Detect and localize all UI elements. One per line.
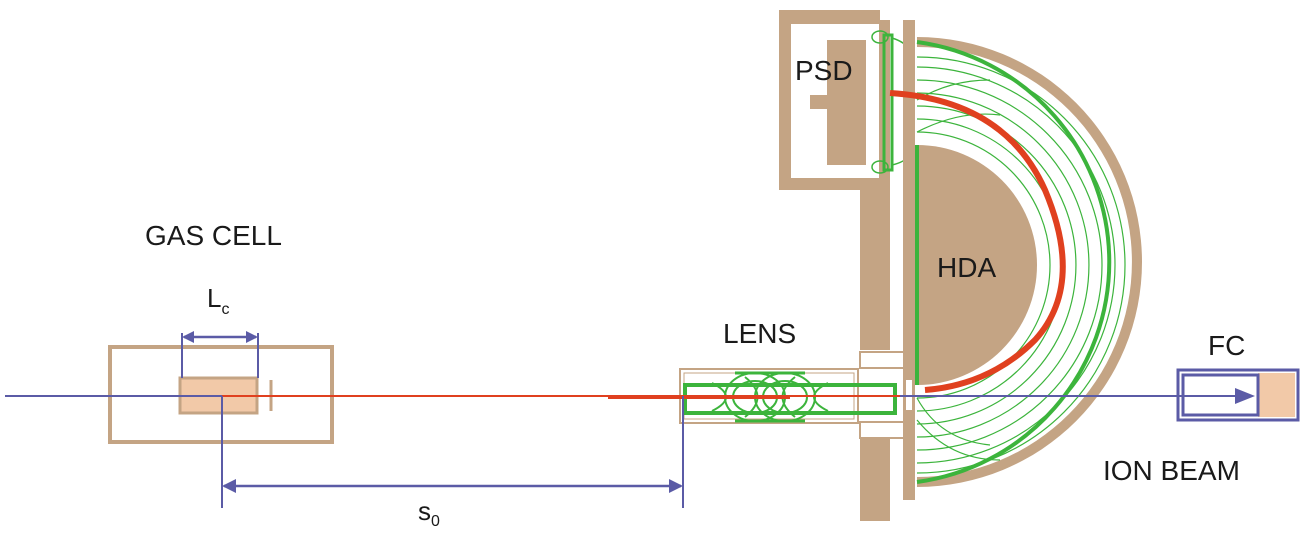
- hda-analyzer: [889, 37, 1142, 487]
- fc-label: FC: [1208, 330, 1245, 361]
- lc-label: Lc: [207, 283, 229, 318]
- chamber-wall-upper: [860, 185, 890, 350]
- ion-beam-label: ION BEAM: [1103, 455, 1240, 486]
- lens-label: LENS: [723, 318, 796, 349]
- psd-label: PSD: [795, 55, 853, 86]
- lc-dimension: [181, 331, 259, 378]
- hda-field-lines: [916, 56, 1126, 474]
- hda-inner-hemisphere: [917, 145, 1037, 385]
- chamber-wall-lower: [860, 439, 890, 521]
- hda-label: HDA: [937, 252, 996, 283]
- ion-beam-arrow: [1235, 388, 1255, 404]
- psd-chamber: [779, 10, 911, 521]
- s0-label: s0: [418, 496, 440, 530]
- electron-trajectory: [889, 90, 1066, 393]
- s0-dimension: [221, 396, 684, 508]
- gas-cell-label: GAS CELL: [145, 220, 282, 251]
